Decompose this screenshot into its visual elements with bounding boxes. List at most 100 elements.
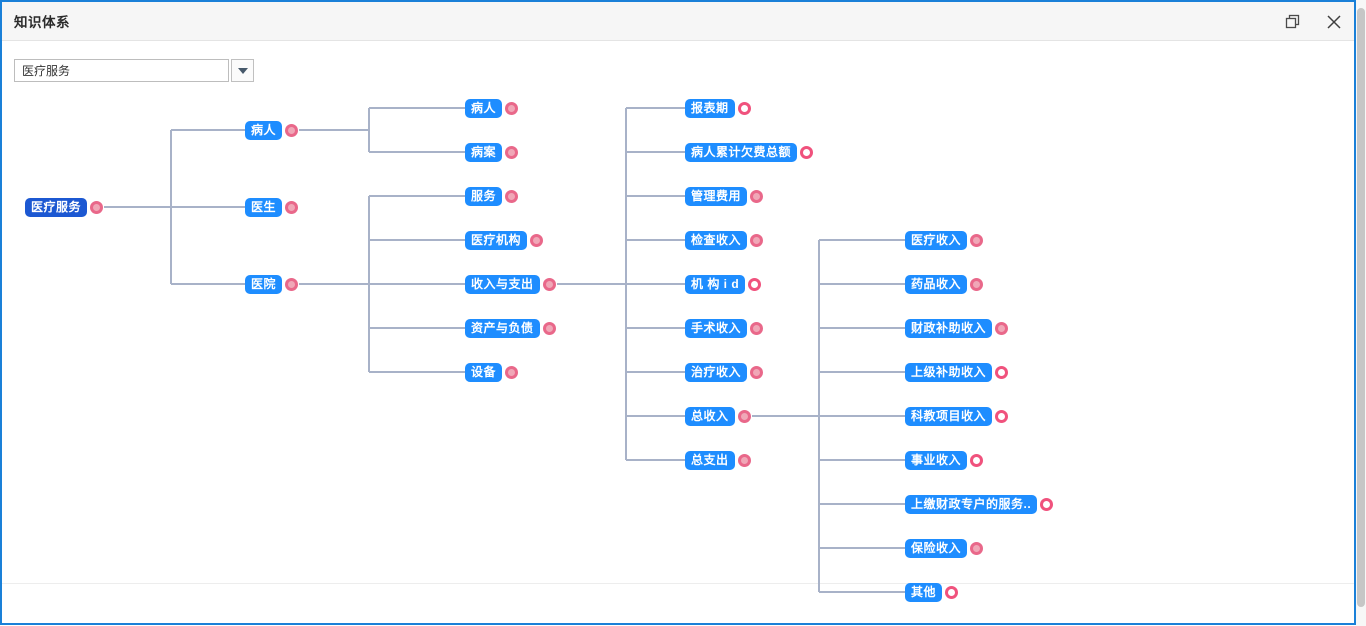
node-marker-filled-icon[interactable]: [995, 321, 1009, 335]
tree-node-label[interactable]: 设备: [465, 362, 503, 382]
tree-node: 收入与支出: [465, 274, 556, 294]
tree-node-label[interactable]: 病人累计欠费总额: [685, 142, 798, 162]
tree-select-input[interactable]: 医疗服务: [14, 59, 229, 82]
tree-node: 管理费用: [685, 186, 764, 206]
tree-node: 报表期: [685, 98, 751, 118]
close-icon[interactable]: [1324, 12, 1344, 32]
tree-node-label[interactable]: 保险收入: [905, 538, 968, 558]
tree-node-label[interactable]: 病案: [465, 142, 503, 162]
tree-node: 病案: [465, 142, 519, 162]
tree-node-label[interactable]: 收入与支出: [465, 274, 540, 294]
tree-node: 保险收入: [905, 538, 984, 558]
node-marker-filled-icon[interactable]: [542, 277, 556, 291]
tree-node: 设备: [465, 362, 519, 382]
chevron-down-icon: [237, 67, 248, 74]
node-marker-filled-icon[interactable]: [285, 277, 299, 291]
node-marker-hollow-icon[interactable]: [737, 101, 751, 115]
tree-node: 科教项目收入: [905, 406, 1009, 426]
node-marker-filled-icon[interactable]: [530, 233, 544, 247]
tree-node-label[interactable]: 其他: [905, 582, 943, 602]
tree-node-label[interactable]: 总支出: [685, 450, 735, 470]
tree-node: 上缴财政专户的服务..: [905, 494, 1054, 514]
node-marker-filled-icon[interactable]: [285, 123, 299, 137]
node-marker-filled-icon[interactable]: [505, 365, 519, 379]
scrollbar-thumb[interactable]: [1357, 8, 1365, 607]
tree-node: 医院: [245, 274, 299, 294]
tree-node-label[interactable]: 检查收入: [685, 230, 748, 250]
page-title: 知识体系: [14, 15, 70, 30]
node-marker-filled-icon[interactable]: [750, 321, 764, 335]
tree-node: 医生: [245, 197, 299, 217]
tree-node: 上级补助收入: [905, 362, 1009, 382]
titlebar: 知识体系: [2, 2, 1354, 41]
node-marker-hollow-icon[interactable]: [995, 365, 1009, 379]
node-marker-filled-icon[interactable]: [505, 189, 519, 203]
node-marker-filled-icon[interactable]: [285, 200, 299, 214]
tree-node-label[interactable]: 医疗收入: [905, 230, 968, 250]
node-marker-filled-icon[interactable]: [737, 453, 751, 467]
node-marker-filled-icon[interactable]: [505, 145, 519, 159]
node-marker-filled-icon[interactable]: [750, 189, 764, 203]
node-marker-hollow-icon[interactable]: [995, 409, 1009, 423]
restore-window-icon[interactable]: [1282, 12, 1302, 32]
tree-node: 机 构 i d: [685, 274, 762, 294]
knowledge-tree-selector: 医疗服务: [14, 59, 254, 82]
node-marker-filled-icon[interactable]: [750, 233, 764, 247]
node-marker-filled-icon[interactable]: [90, 200, 104, 214]
tree-node: 病人累计欠费总额: [685, 142, 814, 162]
tree-node-label[interactable]: 服务: [465, 186, 503, 206]
node-marker-hollow-icon[interactable]: [970, 453, 984, 467]
node-marker-filled-icon[interactable]: [750, 365, 764, 379]
tree-node: 资产与负债: [465, 318, 556, 338]
tree-node-label[interactable]: 药品收入: [905, 274, 968, 294]
tree-node: 病人: [245, 120, 299, 140]
tree-node: 总收入: [685, 406, 751, 426]
window-controls: [1282, 2, 1344, 41]
tree-node: 药品收入: [905, 274, 984, 294]
tree-node-label[interactable]: 医院: [245, 274, 283, 294]
tree-node: 病人: [465, 98, 519, 118]
node-marker-hollow-icon[interactable]: [945, 585, 959, 599]
tree-node-label[interactable]: 科教项目收入: [905, 406, 993, 426]
node-marker-filled-icon[interactable]: [737, 409, 751, 423]
tree-node-label[interactable]: 医疗机构: [465, 230, 528, 250]
tree-node: 医疗服务: [25, 197, 104, 217]
tree-node-label[interactable]: 治疗收入: [685, 362, 748, 382]
tree-node-label[interactable]: 医疗服务: [25, 197, 88, 217]
node-marker-filled-icon[interactable]: [970, 277, 984, 291]
tree-node-label[interactable]: 上缴财政专户的服务..: [905, 494, 1038, 514]
tree-node: 事业收入: [905, 450, 984, 470]
tree-node: 治疗收入: [685, 362, 764, 382]
tree-node-label[interactable]: 总收入: [685, 406, 735, 426]
node-marker-filled-icon[interactable]: [970, 541, 984, 555]
tree-node: 检查收入: [685, 230, 764, 250]
tree-node-label[interactable]: 财政补助收入: [905, 318, 993, 338]
tree-node-label[interactable]: 事业收入: [905, 450, 968, 470]
tree-node-label[interactable]: 病人: [245, 120, 283, 140]
tree-node: 其他: [905, 582, 959, 602]
tree-node-label[interactable]: 手术收入: [685, 318, 748, 338]
tree-node: 医疗机构: [465, 230, 544, 250]
tree-node-label[interactable]: 病人: [465, 98, 503, 118]
tree-node: 手术收入: [685, 318, 764, 338]
tree-select-dropdown-button[interactable]: [231, 59, 254, 82]
tree-node-label[interactable]: 管理费用: [685, 186, 748, 206]
tree-node-label[interactable]: 报表期: [685, 98, 735, 118]
tree-node: 财政补助收入: [905, 318, 1009, 338]
tree-node-label[interactable]: 医生: [245, 197, 283, 217]
tree-node: 总支出: [685, 450, 751, 470]
node-marker-hollow-icon[interactable]: [1040, 497, 1054, 511]
tree-node: 医疗收入: [905, 230, 984, 250]
node-marker-filled-icon[interactable]: [970, 233, 984, 247]
tree-node-label[interactable]: 上级补助收入: [905, 362, 993, 382]
footer-divider: [2, 583, 1354, 584]
tree-node-label[interactable]: 资产与负债: [465, 318, 540, 338]
page-scrollbar: [1356, 0, 1366, 626]
node-marker-hollow-icon[interactable]: [800, 145, 814, 159]
node-marker-hollow-icon[interactable]: [748, 277, 762, 291]
node-marker-filled-icon[interactable]: [542, 321, 556, 335]
node-marker-filled-icon[interactable]: [505, 101, 519, 115]
tree-node-label[interactable]: 机 构 i d: [685, 274, 746, 294]
